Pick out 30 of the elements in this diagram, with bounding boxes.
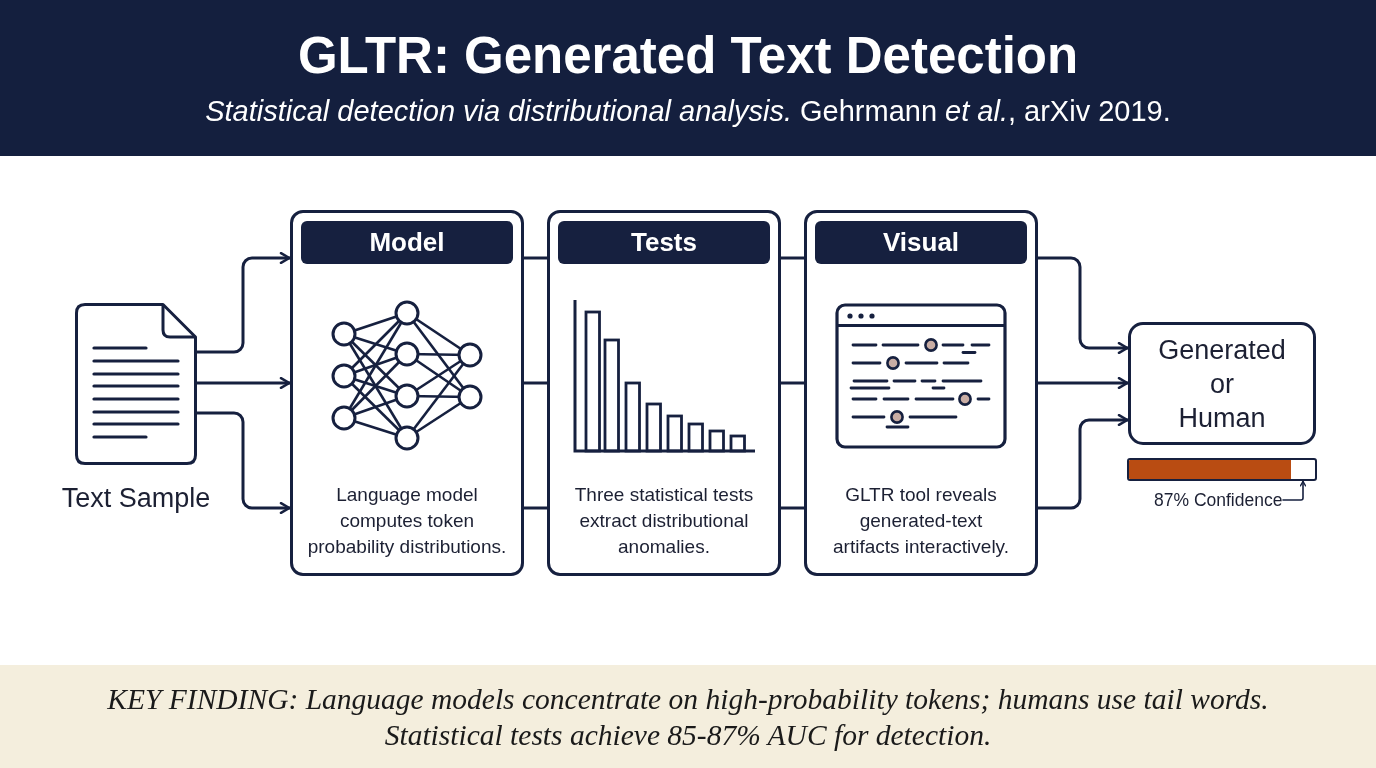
result-box: Generated or Human: [1128, 322, 1316, 445]
connector-line: [524, 506, 547, 510]
connector-line: [781, 256, 804, 260]
stage-title: Tests: [558, 221, 770, 264]
node-caption: Text Sample: [61, 482, 211, 514]
connector-line: [524, 256, 547, 260]
document-shape: [75, 303, 197, 465]
connector-line: [781, 506, 804, 510]
stage-title: Model: [301, 221, 513, 264]
confidence-bar: [1127, 458, 1317, 481]
connector-line: [524, 381, 547, 385]
stage-description: Three statistical tests extract distributional anomalies.: [573, 483, 755, 559]
arrow: [197, 376, 291, 390]
stage-title: Visual: [815, 221, 1027, 264]
arrow: [197, 251, 291, 354]
arrow: [197, 411, 291, 515]
stage-panel: [547, 210, 781, 576]
stage-panel: [804, 210, 1038, 576]
confidence-label: 87% Confidence: [1154, 489, 1283, 511]
arrow: [1038, 376, 1129, 390]
stage-description: Language model computes token probability distributions.: [306, 483, 508, 559]
stage-description: GLTR tool reveals generated-text artifacts interactively.: [832, 483, 1010, 559]
arrow: [1038, 256, 1129, 355]
connector-line: [781, 381, 804, 385]
stage-panel: [290, 210, 524, 576]
arrow: [1281, 480, 1307, 501]
key-finding-text: KEY FINDING: Language models concentrate on high-probability tokens; humans use tail words. Statistical tests achieve 85-87% AUC for detection.: [106, 682, 1270, 753]
subtitle: Statistical detection via distributional analysis. Gehrmann et al., arXiv 2019.: [205, 94, 1171, 129]
diagram-title: GLTR: Generated Text Detection: [297, 26, 1079, 86]
arrow: [1038, 413, 1129, 510]
